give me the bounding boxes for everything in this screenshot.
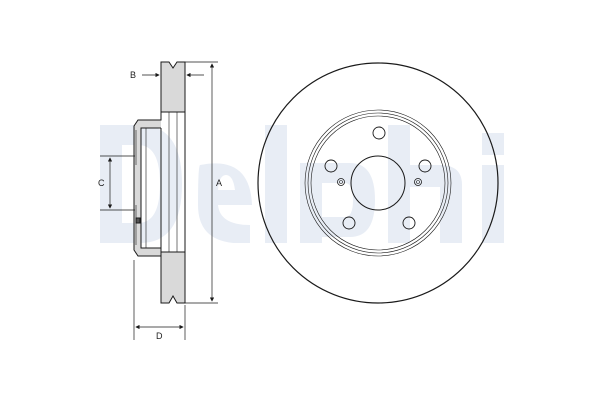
dimension-label-b: B — [130, 70, 137, 80]
dimension-label-d: D — [156, 331, 163, 341]
dimension-lines — [100, 61, 218, 340]
dimension-label-a: A — [216, 178, 223, 188]
front-view — [257, 62, 499, 304]
section-view — [133, 61, 186, 304]
dimension-label-c: C — [98, 178, 105, 188]
